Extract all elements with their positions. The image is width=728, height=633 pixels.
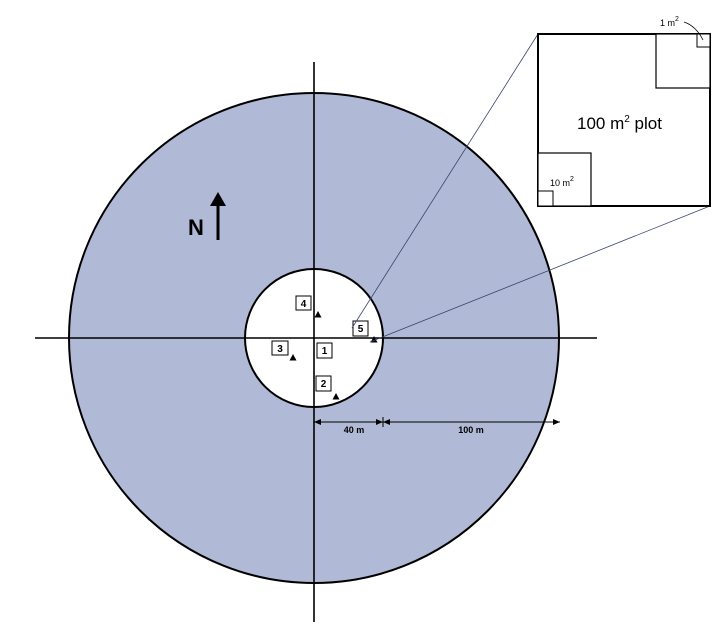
- plot-label-5: 5: [358, 324, 364, 335]
- plot-label-3: 3: [277, 344, 283, 355]
- callout-1m2-leader: [683, 21, 704, 41]
- north-arrow-icon: [210, 192, 226, 240]
- plot-label-4: 4: [301, 299, 307, 310]
- inset-leader-bottom: [369, 205, 711, 343]
- plot-label-2: 2: [321, 379, 327, 390]
- inset-small-label: 1 m2: [660, 16, 679, 28]
- compass-label: N: [188, 215, 204, 240]
- dimension-outer-label: 100 m: [458, 425, 484, 435]
- triangle-marker-icon: [332, 393, 340, 400]
- triangle-marker-icon: [314, 311, 322, 318]
- plot-label-box-5: [352, 320, 369, 337]
- inset-leader-top: [351, 33, 539, 329]
- inset-medium-label: 10 m2: [550, 176, 574, 188]
- triangle-marker-icon: [289, 354, 297, 361]
- subplot-1m2-top-right: [696, 33, 711, 48]
- plot-label-box-2: [315, 375, 332, 392]
- inset-title: 100 m2 plot: [577, 114, 662, 133]
- plot-label-box-3: [271, 340, 289, 356]
- inset-plot: [537, 21, 711, 207]
- plot-label-box-1: [316, 342, 333, 359]
- plot-label-1: 1: [322, 346, 328, 357]
- subplot-1m2-bottom-left: [537, 190, 554, 207]
- plot-label-box-4: [295, 295, 312, 311]
- dimension-outer: [383, 419, 560, 425]
- dimension-inner-label: 40 m: [344, 425, 365, 435]
